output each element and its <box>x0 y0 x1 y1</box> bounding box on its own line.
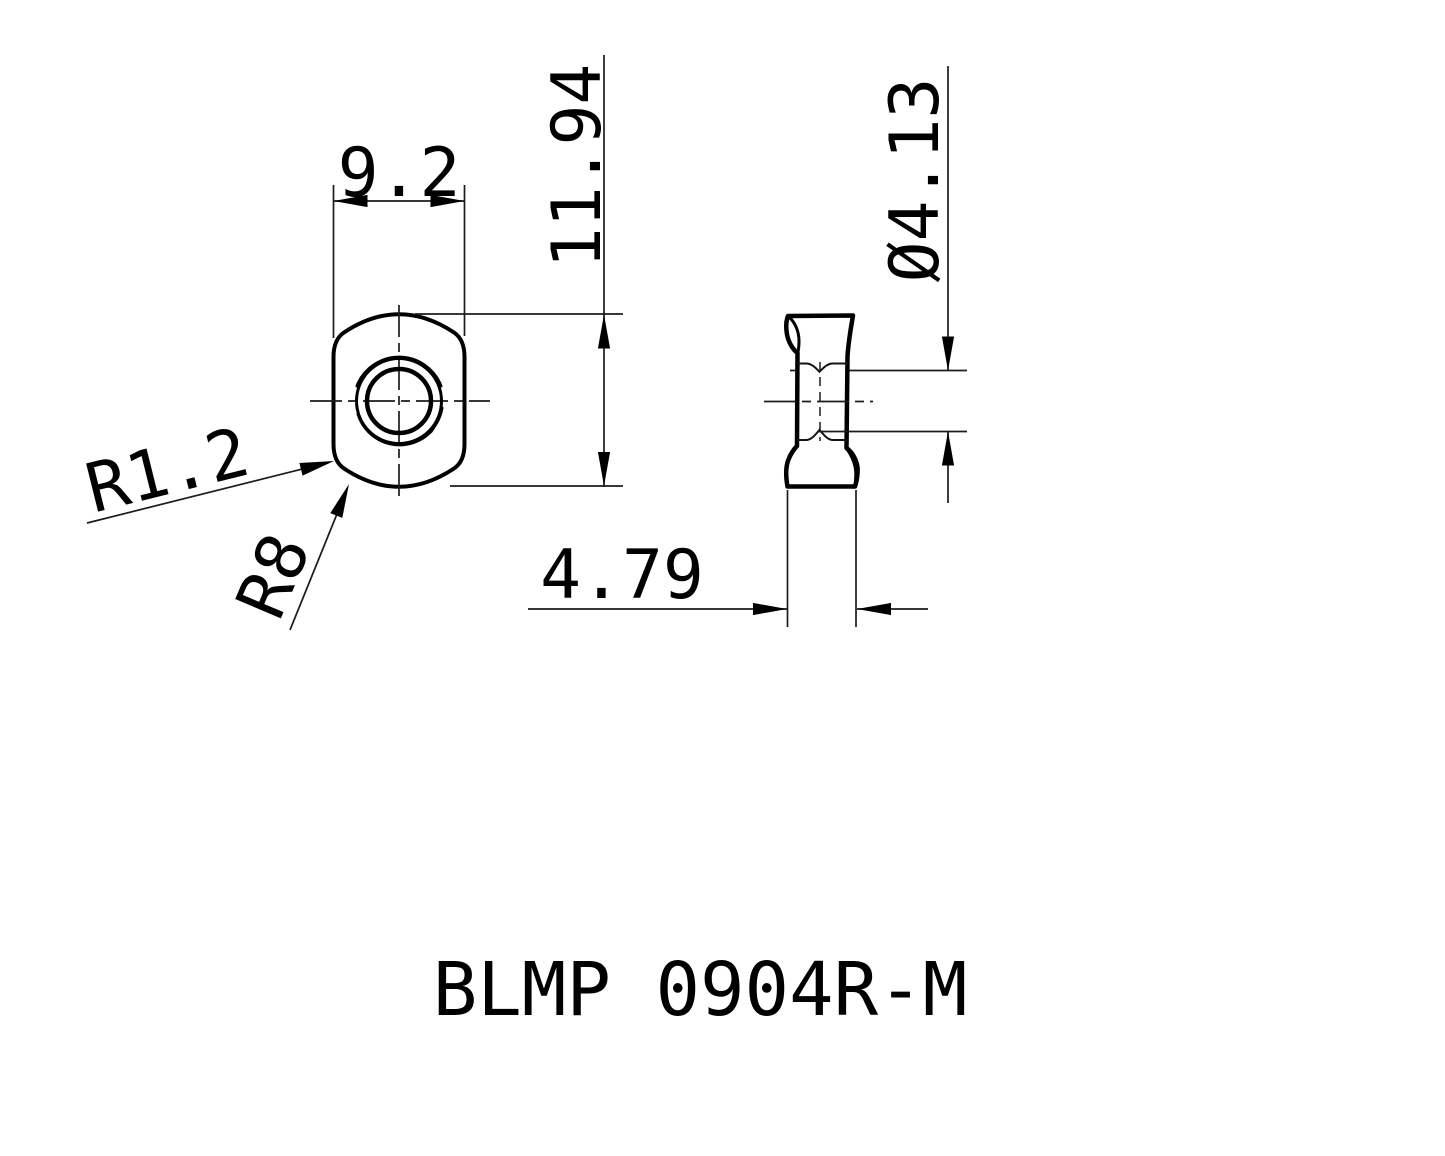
arrowhead-up <box>941 431 955 466</box>
arrowhead-down <box>597 452 611 486</box>
front-view <box>310 305 490 498</box>
dimension-thickness-label: 4.79 <box>540 536 704 615</box>
dimension-hole-diameter: Ø4.13 <box>876 66 955 503</box>
arrowhead <box>330 484 349 518</box>
edge-radius-label: R8 <box>222 523 327 629</box>
dimension-thickness: 4.79 <box>528 490 928 627</box>
side-view <box>764 313 967 489</box>
arrowhead-left <box>333 194 368 208</box>
dimension-length-label: 11.94 <box>538 64 617 269</box>
leader-corner-radius: R1.2 <box>79 413 334 529</box>
dimension-length: 11.94 <box>415 55 623 487</box>
leader-line <box>289 508 340 631</box>
corner-lens-bottom-right <box>845 447 858 488</box>
dimension-width-label: 9.2 <box>338 134 461 213</box>
dimension-width: 9.2 <box>332 134 466 338</box>
corner-lens-top-left <box>788 316 801 355</box>
leader-edge-radius: R8 <box>222 484 349 631</box>
chamfer-edge-arc-top <box>355 355 443 388</box>
hole-bore-circle <box>364 366 434 436</box>
arrowhead-down <box>941 336 955 371</box>
leader-line <box>86 461 328 524</box>
cutting-edge-profile-top <box>797 362 848 374</box>
arrowhead-right <box>753 602 787 616</box>
arrowhead-left <box>857 602 891 616</box>
arrowhead-up <box>597 314 611 349</box>
arrowhead <box>299 461 334 476</box>
arrowhead-right <box>430 194 465 208</box>
part-number: BLMP 0904R-M <box>433 947 968 1033</box>
chamfer-edge-arc-bottom <box>356 406 444 447</box>
corner-radius-label: R1.2 <box>79 413 257 529</box>
dimension-hole-label: Ø4.13 <box>876 78 955 283</box>
